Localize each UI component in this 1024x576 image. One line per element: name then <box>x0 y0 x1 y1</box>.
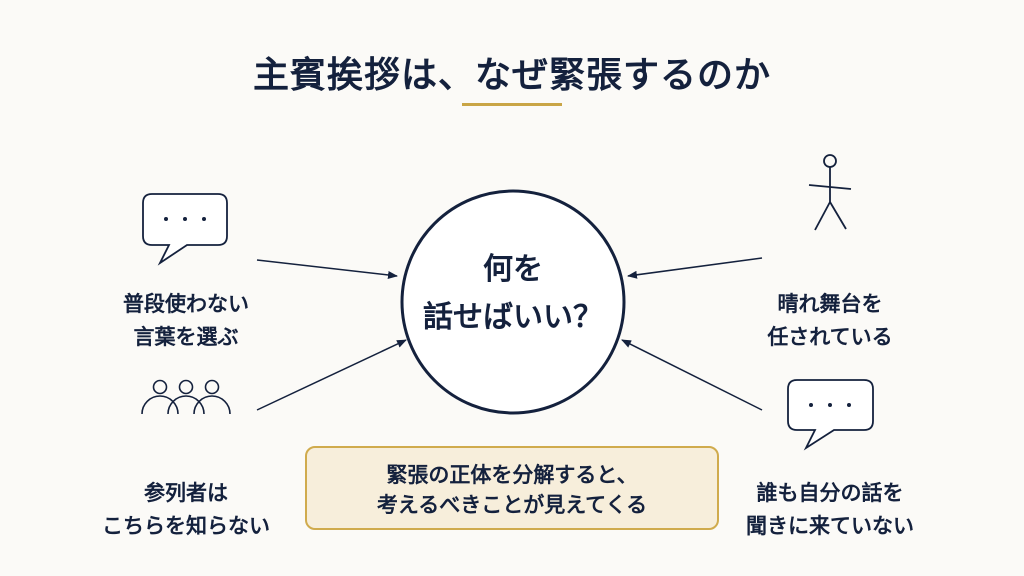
speech-bubble-icon <box>787 379 874 451</box>
cause-label-bottom-right: 誰も自分の話を 聞きに来ていない <box>720 477 940 543</box>
cause-label-line: 聞きに来ていない <box>746 514 914 538</box>
cause-label-line: 普段使わない <box>123 292 249 316</box>
arrow-bottom-right <box>621 339 763 411</box>
center-question-line2: 話せばいい？ <box>423 300 603 335</box>
person-icon <box>808 154 852 231</box>
conclusion-note-line2: 考えるべきことが見えてくる <box>376 493 648 517</box>
arrow-top-right <box>627 257 763 279</box>
arrow-top-left <box>256 259 398 279</box>
center-circle <box>400 189 626 415</box>
cause-label-line: 晴れ舞台を <box>777 292 883 316</box>
title-underline <box>462 103 562 106</box>
people-group-icon <box>141 379 231 415</box>
cause-label-top-left: 普段使わない 言葉を選ぶ <box>76 288 296 354</box>
center-question: 何を 話せばいい？ <box>402 246 624 342</box>
cause-label-line: 任されている <box>767 325 893 349</box>
center-question-line1: 何を <box>483 252 543 287</box>
cause-label-bottom-left: 参列者は こちらを知らない <box>76 477 296 543</box>
cause-label-line: 参列者は <box>144 481 228 505</box>
cause-label-line: こちらを知らない <box>102 514 270 538</box>
cause-label-top-right: 晴れ舞台を 任されている <box>720 288 940 354</box>
speech-bubble-icon <box>142 193 228 266</box>
cause-label-line: 言葉を選ぶ <box>133 325 239 349</box>
conclusion-note: 緊張の正体を分解すると、 考えるべきことが見えてくる <box>305 446 719 530</box>
conclusion-note-line1: 緊張の正体を分解すると、 <box>386 463 638 487</box>
page-title: 主賓挨拶は、なぜ緊張するのか <box>252 55 771 96</box>
cause-label-line: 誰も自分の話を <box>756 481 904 505</box>
arrow-bottom-left <box>256 339 407 411</box>
